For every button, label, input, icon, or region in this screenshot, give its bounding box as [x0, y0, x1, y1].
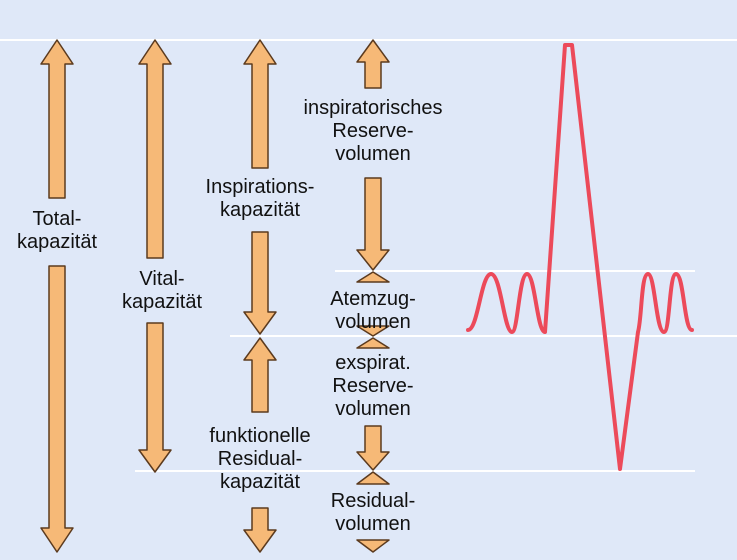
- total-capacity-line-2: kapazität: [16, 231, 98, 253]
- inspiratory-capacity-label: Inspirations- kapazität: [206, 176, 315, 222]
- irv-arrow-upper: [356, 39, 390, 89]
- total-capacity-arrow-upper: [40, 39, 74, 199]
- erv-line-1: exspirat.: [335, 352, 411, 374]
- inspiratory-capacity-line-1: Inspirations-: [205, 176, 315, 198]
- tidal-volume-arrow-down: [356, 325, 390, 337]
- volume-arrows: [40, 39, 390, 553]
- vital-capacity-line-2: kapazität: [121, 291, 203, 313]
- tidal-volume-line-1: Atemzug-: [330, 288, 416, 310]
- total-capacity-label: Total- kapazität: [17, 208, 97, 254]
- erv-line-3: volumen: [335, 398, 411, 420]
- vital-capacity-arrow-upper: [138, 39, 172, 259]
- frc-line-1: funktionelle: [209, 425, 311, 447]
- inspiratory-capacity-arrow-upper: [243, 39, 277, 169]
- irv-arrow-lower: [356, 177, 390, 271]
- erv-line-2: Reserve-: [332, 375, 414, 397]
- tidal-volume-arrow-up: [356, 271, 390, 283]
- residual-volume-arrow-lower: [356, 539, 390, 553]
- total-capacity-line-1: Total-: [32, 208, 82, 230]
- residual-volume-label: Residual- volumen: [331, 490, 415, 536]
- frc-line-2: Residual-: [217, 448, 303, 470]
- frc-line-3: kapazität: [219, 471, 301, 493]
- guide-lines: [0, 39, 737, 472]
- frc-arrow-upper: [243, 337, 277, 413]
- frc-arrow-lower: [243, 507, 277, 553]
- residual-volume-line-1: Residual-: [330, 490, 416, 512]
- frc-label: funktionelle Residual- kapazität: [209, 425, 310, 494]
- vital-capacity-label: Vital- kapazität: [122, 268, 202, 314]
- erv-arrow-upper: [356, 337, 390, 349]
- irv-line-2: Reserve-: [332, 120, 414, 142]
- erv-arrow-lower: [356, 425, 390, 471]
- irv-label: inspiratorisches Reserve- volumen: [304, 97, 443, 166]
- inspiratory-capacity-arrow-lower: [243, 231, 277, 335]
- inspiratory-capacity-line-2: kapazität: [219, 199, 301, 221]
- spirogram-trace: [466, 43, 694, 471]
- residual-volume-arrow-upper: [356, 471, 390, 485]
- irv-line-1: inspiratorisches: [303, 97, 443, 119]
- vital-capacity-line-1: Vital-: [139, 268, 185, 290]
- tidal-volume-line-2: volumen: [335, 311, 411, 333]
- irv-line-3: volumen: [335, 143, 411, 165]
- residual-volume-line-2: volumen: [335, 513, 411, 535]
- tidal-volume-label: Atemzug- volumen: [330, 288, 416, 334]
- erv-label: exspirat. Reserve- volumen: [332, 352, 413, 421]
- total-capacity-arrow-lower: [40, 265, 74, 553]
- vital-capacity-arrow-lower: [138, 322, 172, 473]
